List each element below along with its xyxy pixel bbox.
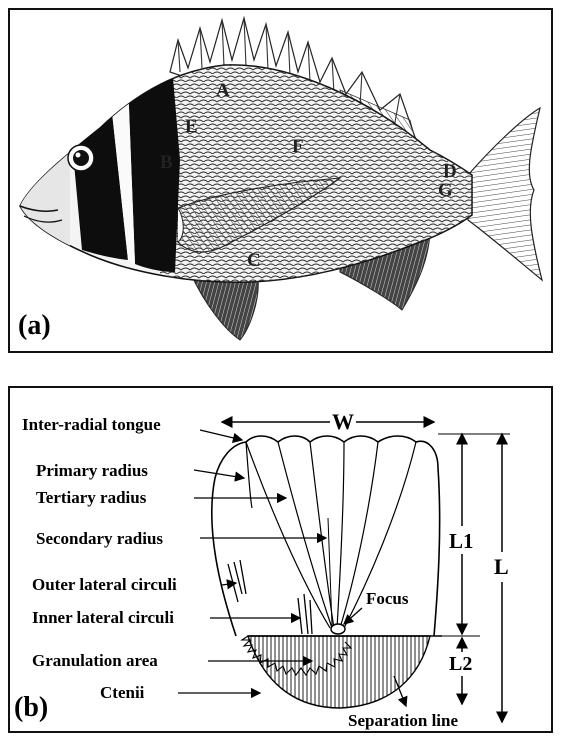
panel-label-b: (b)	[14, 692, 48, 724]
region-label-g: G	[438, 180, 453, 201]
panel-label-a: (a)	[18, 310, 51, 342]
fish-drawing: A B C D E F G	[10, 10, 551, 351]
region-label-f: F	[292, 136, 304, 157]
label-focus: Focus	[366, 589, 409, 608]
label-inner-lateral-circuli: Inner lateral circuli	[32, 608, 174, 627]
region-label-e: E	[185, 116, 198, 137]
label-ctenii: Ctenii	[100, 683, 145, 702]
length-1-label: L1	[449, 529, 474, 553]
label-outer-lateral-circuli: Outer lateral circuli	[32, 575, 177, 594]
label-separation-line: Separation line	[348, 711, 458, 730]
panel-a-fish-illustration: A B C D E F G (a)	[8, 8, 553, 353]
region-label-c: C	[247, 250, 261, 271]
region-label-d: D	[443, 161, 457, 182]
focus-point	[331, 624, 345, 634]
scale-drawing: W L L1 L2 Inter-radial tongue	[10, 388, 551, 731]
label-secondary-radius: Secondary radius	[36, 529, 163, 548]
label-inter-radial-tongue: Inter-radial tongue	[22, 415, 161, 434]
label-primary-radius: Primary radius	[36, 461, 148, 480]
panel-b-scale-diagram: W L L1 L2 Inter-radial tongue	[8, 386, 553, 733]
label-granulation-area: Granulation area	[32, 651, 158, 670]
region-label-a: A	[216, 80, 230, 101]
region-label-b: B	[160, 152, 173, 173]
caudal-fin	[468, 108, 542, 280]
fish-eye	[68, 145, 94, 171]
length-2-label: L2	[449, 653, 472, 675]
label-tertiary-radius: Tertiary radius	[36, 488, 147, 507]
width-label: W	[332, 409, 354, 434]
length-label: L	[494, 554, 509, 579]
